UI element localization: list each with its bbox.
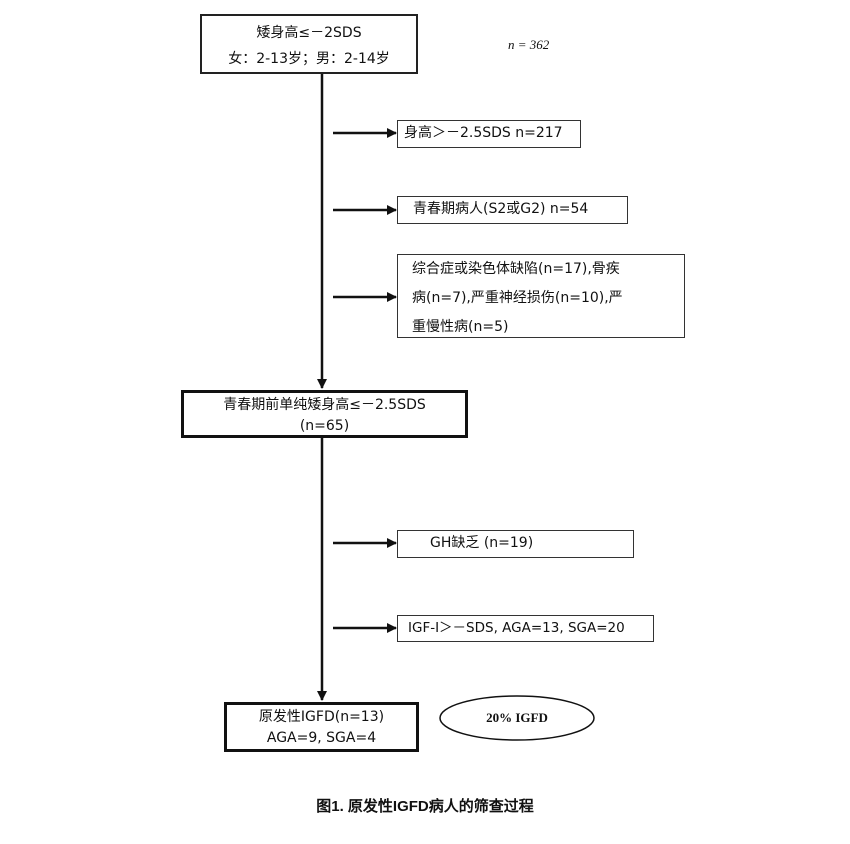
exclusion-puberty-text: 青春期病人(S2或G2) n=54 <box>413 201 589 217</box>
exclusion-box-igf: IGF-I＞－SDS, AGA=13, SGA=20 <box>397 615 654 642</box>
prepubertal-line-2: (n=65) <box>299 418 350 434</box>
start-criteria-line-1: 矮身高≤－2SDS <box>256 25 362 41</box>
exclusion-box-gh: GH缺乏 (n=19) <box>397 530 634 558</box>
primary-igfd-line-2: AGA=9, SGA=4 <box>266 730 377 746</box>
start-criteria-line-2: 女：2-13岁；男：2-14岁 <box>228 51 390 67</box>
exclusion-gh-text: GH缺乏 (n=19) <box>430 535 534 551</box>
prepubertal-line-1: 青春期前单纯矮身高≤－2.5SDS <box>223 397 426 413</box>
exclusion-igf-text: IGF-I＞－SDS, AGA=13, SGA=20 <box>408 620 625 636</box>
igfd-percent-ellipse <box>439 695 595 741</box>
exclusion-box-height: 身高＞－2.5SDS n=217 <box>397 120 581 148</box>
exclusion-box-puberty: 青春期病人(S2或G2) n=54 <box>397 196 628 224</box>
primary-igfd-box: 原发性IGFD(n=13) AGA=9, SGA=4 <box>224 702 419 752</box>
exclusion-height-text: 身高＞－2.5SDS n=217 <box>404 125 563 141</box>
exclusion-disease-line-1: 综合症或染色体缺陷(n=17),骨疾 <box>412 261 620 277</box>
exclusion-box-disease: 综合症或染色体缺陷(n=17),骨疾 病(n=7),严重神经损伤(n=10),严… <box>397 254 685 338</box>
start-criteria-box: 矮身高≤－2SDS 女：2-13岁；男：2-14岁 <box>200 14 418 74</box>
exclusion-disease-line-2: 病(n=7),严重神经损伤(n=10),严 <box>412 290 623 306</box>
exclusion-disease-line-3: 重慢性病(n=5) <box>412 319 509 335</box>
sample-size-label: n = 362 <box>508 37 550 52</box>
prepubertal-short-stature-box: 青春期前单纯矮身高≤－2.5SDS (n=65) <box>181 390 468 438</box>
igfd-percent-label: 20% IGFD <box>486 710 548 725</box>
figure-caption: 图1. 原发性IGFD病人的筛查过程 <box>316 798 534 815</box>
primary-igfd-line-1: 原发性IGFD(n=13) <box>258 709 385 725</box>
